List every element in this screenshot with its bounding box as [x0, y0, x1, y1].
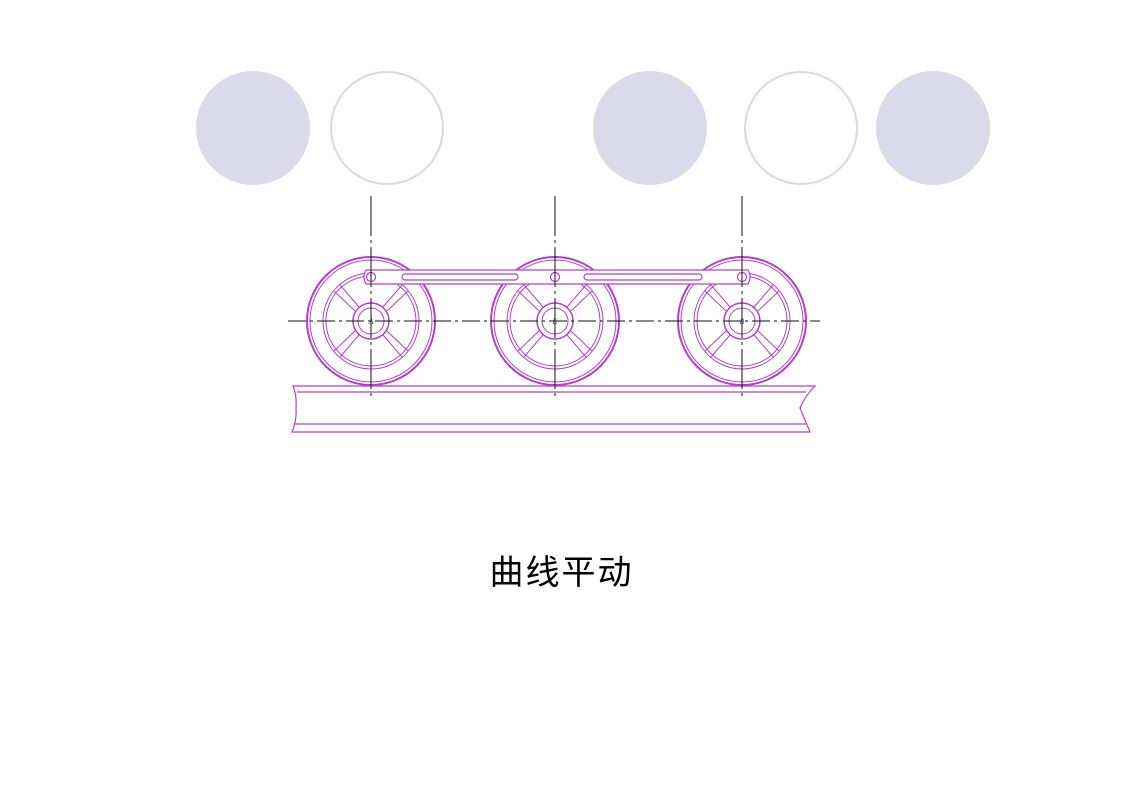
decor-circle-filled-3 [876, 71, 990, 185]
slide-caption: 曲线平动 [489, 553, 634, 593]
point-label-e: E [552, 317, 558, 326]
decor-circle-filled-1 [196, 71, 310, 185]
center-lines [288, 196, 820, 396]
decor-circle-outline-1 [330, 71, 444, 185]
point-label-b: B [740, 317, 745, 326]
point-label-a: A [368, 317, 374, 326]
rail [291, 385, 817, 433]
decor-circle-filled-2 [593, 71, 707, 185]
decor-circle-outline-2 [744, 71, 858, 185]
